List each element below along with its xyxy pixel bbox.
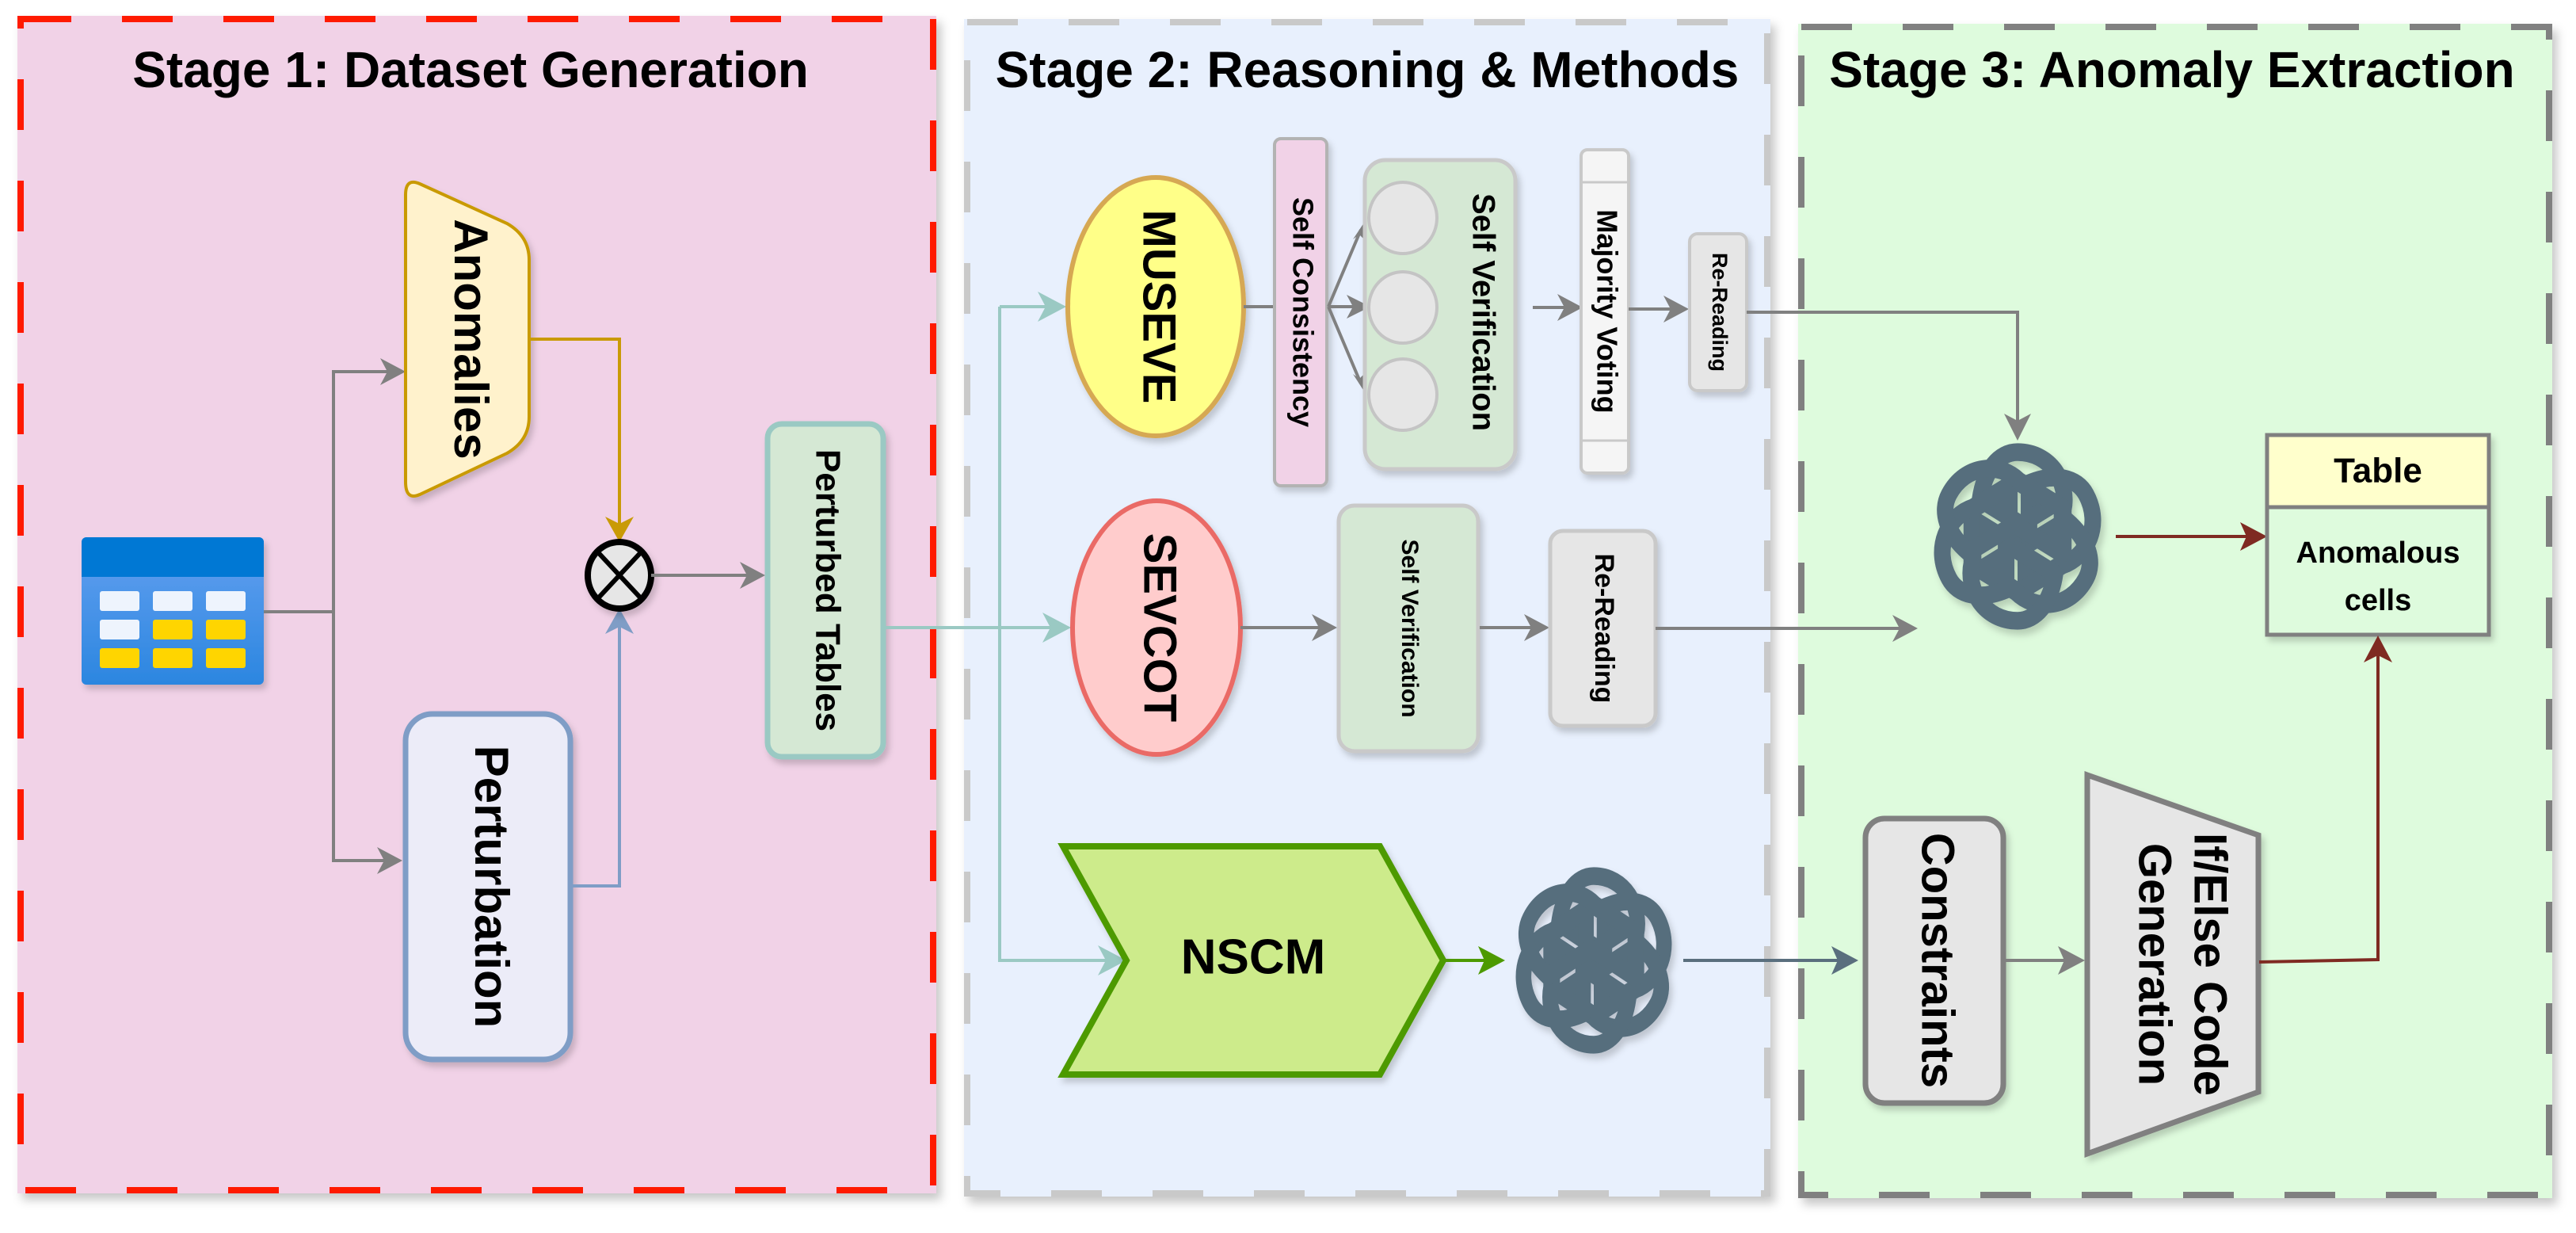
output-table-line-1: Anomalous xyxy=(2296,536,2460,570)
table-icon xyxy=(82,537,264,685)
arrowhead xyxy=(1312,614,1337,641)
arrowhead xyxy=(2240,522,2267,551)
majority-voting-label: Majority Voting xyxy=(1591,209,1623,413)
arrowhead xyxy=(1478,946,1505,975)
arrowhead xyxy=(377,847,402,874)
anomalies-to-combine-connector xyxy=(529,338,621,529)
museve-node[interactable]: MUSEVE xyxy=(1065,175,1246,438)
rereading-sevcot-label: Re-Reading xyxy=(1589,554,1619,704)
perturbation-node[interactable]: Perturbation xyxy=(402,711,574,1063)
self-consistency-label: Self Consistency xyxy=(1286,197,1319,427)
sample-circle xyxy=(1367,270,1439,345)
arrowhead xyxy=(1831,946,1858,975)
openai-logo-icon xyxy=(1926,451,2109,622)
ifelse-to-output-connector xyxy=(2258,648,2380,964)
anomalies-label: Anomalies xyxy=(444,219,497,459)
rereading-museve-label: Re-Reading xyxy=(1708,253,1732,372)
arrowhead xyxy=(605,609,634,634)
otimes-icon xyxy=(585,539,654,612)
perturbation-to-combine-connector xyxy=(570,621,621,888)
arrowhead xyxy=(1892,615,1918,642)
self-verification-museve-label: Self Verification xyxy=(1465,193,1500,431)
self-consistency-node[interactable]: Self Consistency xyxy=(1273,137,1328,487)
sample-circle xyxy=(1367,181,1439,255)
arrowhead xyxy=(1038,292,1066,322)
ifelse-label-line-2: Generation xyxy=(2129,843,2181,1086)
table-branch-connector xyxy=(264,370,396,862)
museve-to-llm-connector xyxy=(1747,311,2019,428)
sevcot-label: SEVCOT xyxy=(1134,533,1186,723)
perturbed-tables-label: Perturbed Tables xyxy=(808,449,847,731)
nscm-label: NSCM xyxy=(1181,930,1326,984)
anomalies-node[interactable]: Anomalies xyxy=(404,180,531,498)
nscm-node[interactable]: NSCM xyxy=(1057,843,1447,1078)
arrowhead xyxy=(1042,613,1071,643)
arrowhead xyxy=(2364,636,2392,662)
arrowhead xyxy=(605,517,634,542)
perturbed-tables-node[interactable]: Perturbed Tables xyxy=(764,421,886,760)
arrowhead xyxy=(2058,946,2085,975)
constraints-label: Constraints xyxy=(1912,833,1964,1088)
arrowhead xyxy=(1663,296,1689,323)
museve-label: MUSEVE xyxy=(1134,210,1185,404)
majority-voting-node[interactable]: Majority Voting xyxy=(1580,148,1630,475)
self-verification-sevcot-label: Self Verification xyxy=(1397,539,1423,717)
stage-1-title: Stage 1: Dataset Generation xyxy=(132,41,809,98)
sample-circle xyxy=(1367,357,1439,432)
arrowhead xyxy=(2004,414,2031,441)
arrowhead xyxy=(380,358,406,385)
arrowhead xyxy=(740,562,765,589)
arrowhead xyxy=(1098,945,1126,975)
constraints-node[interactable]: Constraints xyxy=(1862,815,2006,1106)
rereading-sevcot-node[interactable]: Re-Reading xyxy=(1548,529,1658,728)
perturbed-to-methods-connector xyxy=(883,305,1113,962)
stage-3-title: Stage 3: Anomaly Extraction xyxy=(1829,41,2514,98)
perturbation-label: Perturbation xyxy=(465,746,518,1029)
output-table-line-2: cells xyxy=(2345,584,2412,617)
arrowhead xyxy=(1347,295,1370,319)
self-verification-sevcot-node[interactable]: Self Verification xyxy=(1336,503,1480,754)
arrowhead xyxy=(1557,294,1583,321)
output-table[interactable]: Table Anomalous cells xyxy=(2265,433,2491,637)
arrowhead xyxy=(1524,614,1549,641)
stage-2-title: Stage 2: Reasoning & Methods xyxy=(996,41,1740,98)
ifelse-codegen-node[interactable]: If/Else Code Generation xyxy=(2084,771,2262,1158)
output-table-header: Table xyxy=(2334,452,2422,491)
sevcot-node[interactable]: SEVCOT xyxy=(1070,498,1243,757)
self-verification-museve-node[interactable]: Self Verification xyxy=(1362,158,1518,471)
rereading-museve-node[interactable]: Re-Reading xyxy=(1688,232,1748,392)
ifelse-label-line-1: If/Else Code xyxy=(2185,833,2236,1096)
